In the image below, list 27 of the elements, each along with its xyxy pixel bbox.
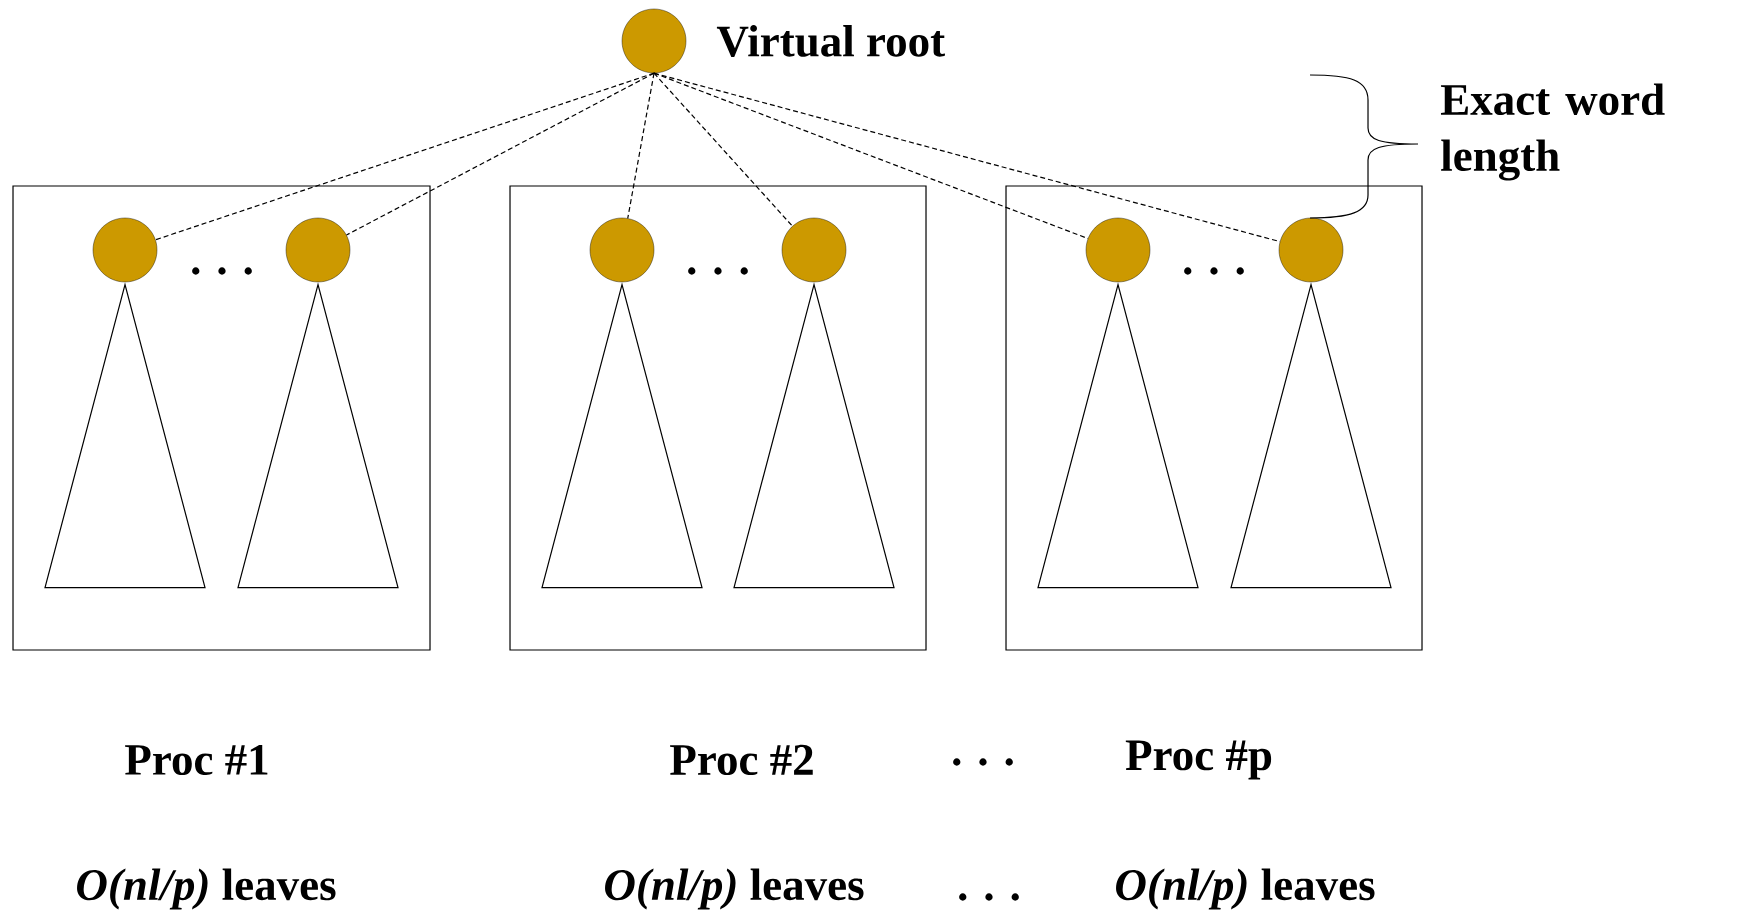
ellipsis: . . . (192, 267, 252, 275)
side-label: Exact word length (1441, 83, 1665, 181)
ellipsis: . . . (959, 893, 1019, 901)
circle (92, 217, 158, 283)
leaf-count: O(nl/p) leaves (605, 868, 864, 910)
circle (285, 217, 351, 283)
dashed-line (653, 72, 1281, 243)
dashed-line (345, 72, 655, 236)
circle (1278, 217, 1344, 283)
circle (1085, 217, 1151, 283)
leaf-count: O(nl/p) leaves (77, 868, 336, 910)
processor-box (12, 185, 431, 651)
dashed-line (627, 72, 655, 219)
processor-box (1005, 185, 1423, 651)
processor-box (509, 185, 927, 651)
circle (781, 217, 847, 283)
circle (621, 8, 687, 74)
ellipsis: . . . (953, 758, 1013, 766)
processor-label: Proc #1 (125, 744, 268, 776)
dashed-line (653, 72, 793, 227)
ellipsis: . . . (688, 267, 748, 275)
processor-label: Proc #2 (670, 744, 813, 776)
node-label: Virtual root (716, 25, 945, 57)
circle (589, 217, 655, 283)
leaf-count: O(nl/p) leaves (1116, 868, 1375, 910)
ellipsis: . . . (1184, 267, 1244, 275)
processor-label: Proc #p (1125, 740, 1272, 780)
